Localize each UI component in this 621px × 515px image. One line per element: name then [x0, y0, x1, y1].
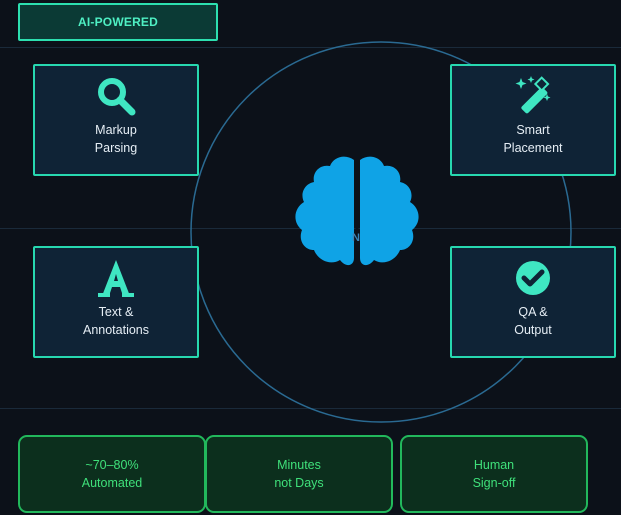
magic-wand-icon [515, 76, 551, 114]
check-circle-icon [516, 261, 550, 295]
magnifier-icon [98, 78, 136, 116]
card-qa-output: QA & Output [450, 246, 616, 358]
brain-icon [295, 156, 419, 270]
stat-automated: ~70–80% Automated [18, 435, 206, 513]
card-label: QA & Output [514, 305, 552, 337]
divider-line-top [0, 47, 621, 48]
ai-powered-badge: AI-POWERED [18, 3, 218, 41]
stat-minutes: Minutes not Days [205, 435, 393, 513]
stat-human-signoff: Human Sign-off [400, 435, 588, 513]
central-ring [190, 41, 572, 423]
card-text-annotations: Text & Annotations [33, 246, 199, 358]
card-markup-parsing: Markup Parsing [33, 64, 199, 176]
letter-a-icon [98, 260, 134, 297]
card-label: Markup Parsing [94, 123, 138, 155]
center-mark: N [352, 232, 360, 244]
card-label: Text & Annotations [82, 305, 150, 337]
card-label: Smart Placement [503, 123, 563, 155]
card-smart-placement: Smart Placement [450, 64, 616, 176]
